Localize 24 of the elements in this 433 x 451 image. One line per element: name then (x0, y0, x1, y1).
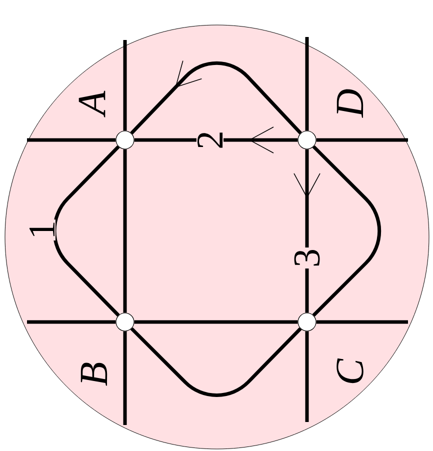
curved-line (52, 145, 120, 317)
curved-line (312, 145, 382, 317)
line-segment (123, 40, 127, 131)
vertex-label: D (336, 89, 364, 118)
vertex-circle (298, 130, 316, 150)
vertex-label: A (78, 90, 106, 118)
edge-label: 3 (293, 248, 321, 268)
edge-label: 1 (28, 220, 56, 240)
line-segment (123, 149, 127, 313)
line-segment (134, 320, 298, 324)
line-segment (316, 138, 408, 142)
vertex-circle (116, 130, 134, 150)
curved-line (130, 327, 302, 397)
vertex-label: C (336, 358, 364, 384)
line-segment (316, 320, 408, 324)
vertex-circle (298, 312, 316, 332)
vertex-label: B (80, 362, 108, 386)
line-segment (305, 37, 309, 131)
edge-label: 2 (196, 130, 224, 150)
line-segment (305, 331, 309, 422)
line-segment (123, 331, 127, 425)
vertex-circle (116, 312, 134, 332)
line-segment (27, 320, 116, 324)
line-segment (27, 138, 116, 142)
